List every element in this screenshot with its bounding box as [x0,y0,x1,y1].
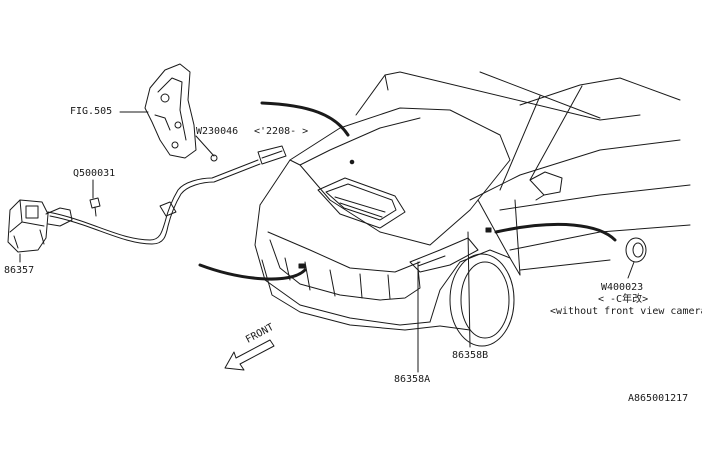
label-w400023-note: < -C年改> [598,294,649,305]
label-w230046[interactable]: W230046 [196,126,239,137]
leader-lines [19,111,635,373]
camera-harness[interactable] [47,145,287,245]
grommet-w400023[interactable] [625,237,647,263]
label-w400023-condition: <without front view camera> [550,306,702,317]
label-w400023[interactable]: W400023 [601,282,644,293]
harness-cables [198,101,617,281]
label-w230046-note: <'2208- > [254,126,309,137]
label-fig505[interactable]: FIG.505 [70,106,113,117]
label-86357[interactable]: 86357 [4,265,35,276]
fig505-bracket[interactable] [144,63,197,159]
label-q500031[interactable]: Q500031 [73,168,116,179]
bolt-q500031[interactable] [89,197,101,217]
label-diagram-id: A865001217 [628,393,689,404]
sensor-86357[interactable] [7,199,73,253]
front-arrow-icon [224,339,275,371]
car-body [254,71,691,347]
label-86358a[interactable]: 86358A [394,374,431,385]
label-86358b[interactable]: 86358B [452,350,489,361]
harness-markers [298,159,492,269]
clip-w230046[interactable] [210,154,218,162]
